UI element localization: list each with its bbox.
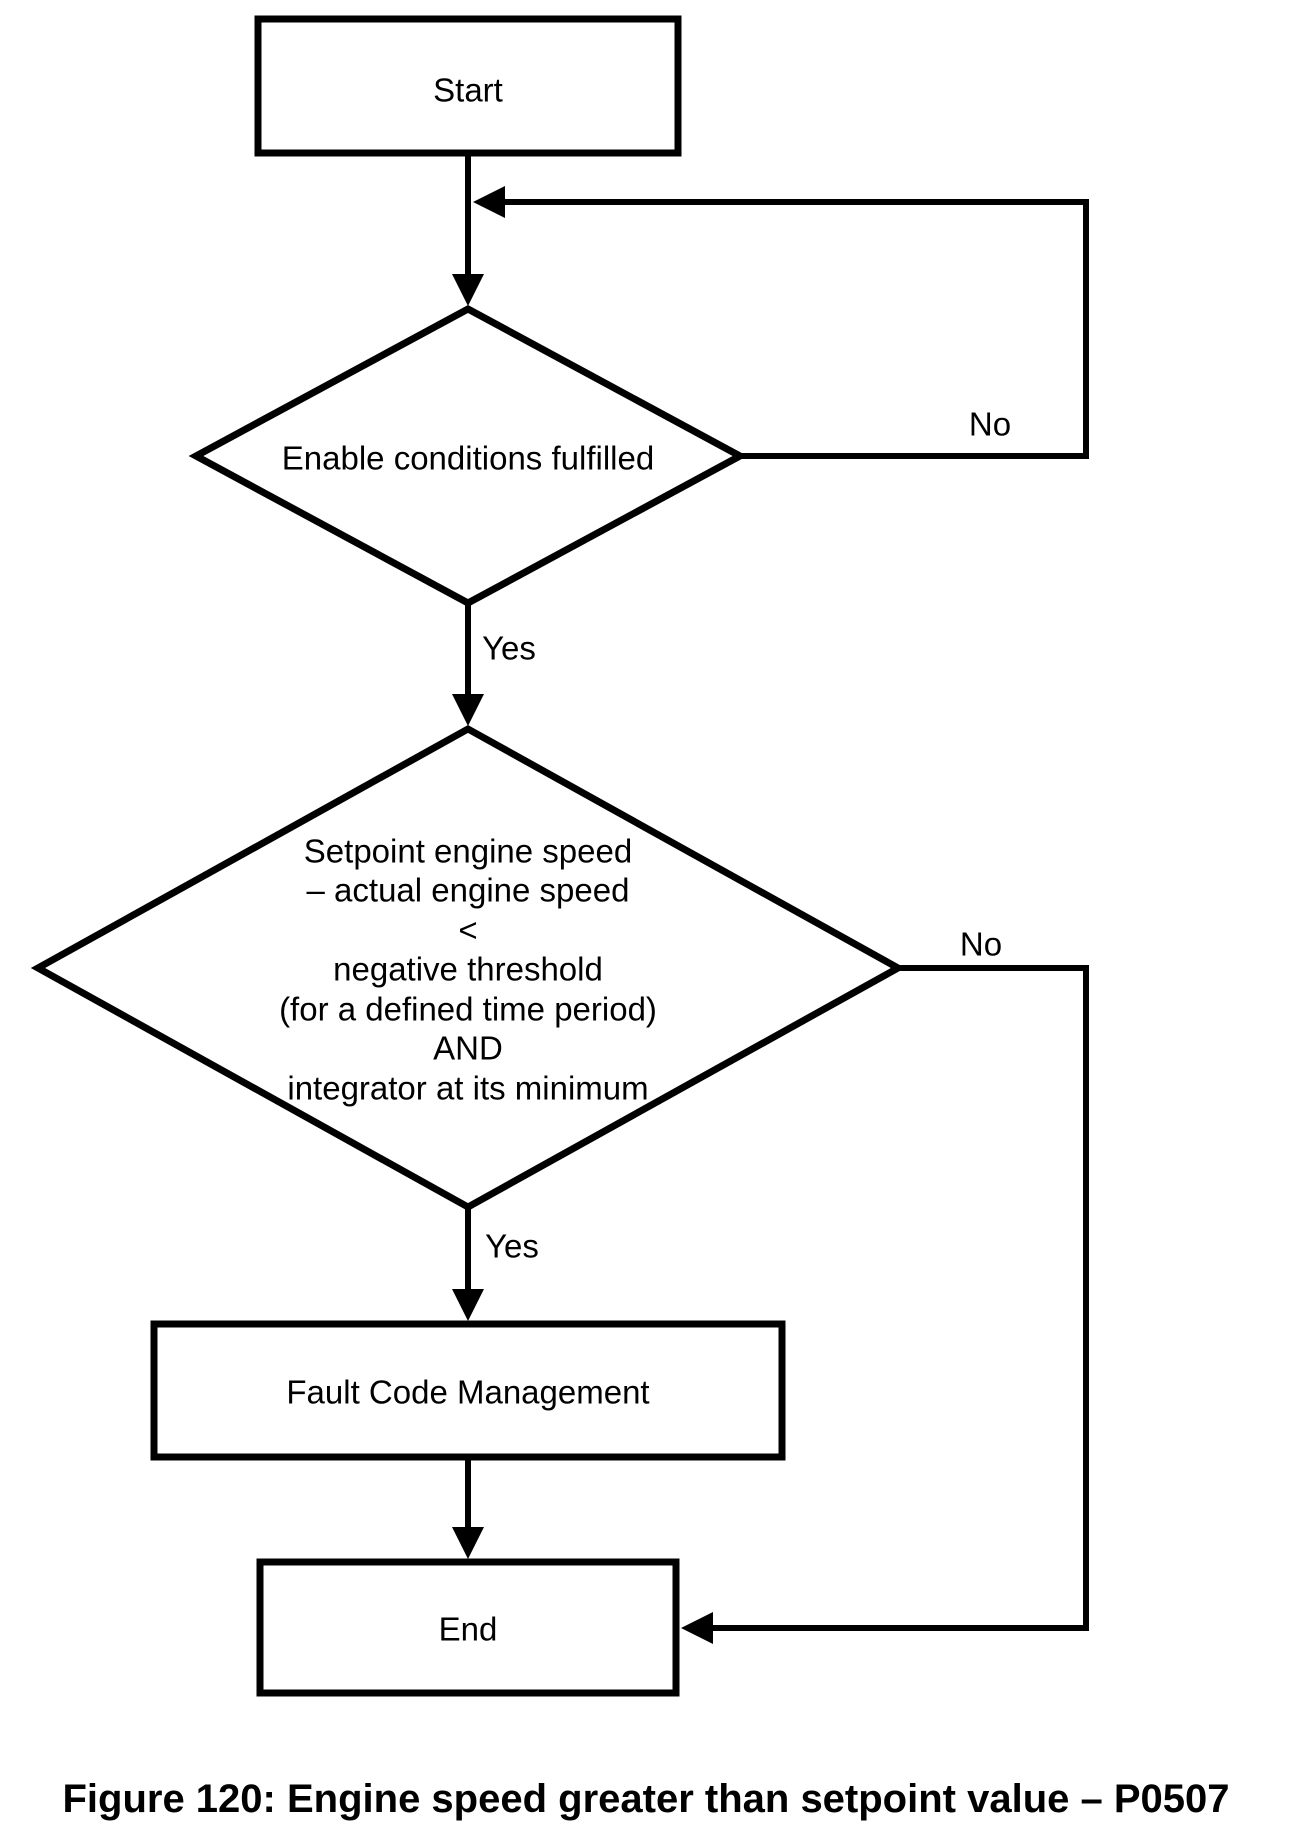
connector-decision2-no-to-end — [681, 965, 1089, 1644]
arrowhead-down-icon — [452, 1527, 484, 1559]
start-box — [254, 15, 682, 157]
end-box — [256, 1558, 680, 1697]
arrowhead-down-icon — [452, 694, 484, 726]
start-label: Start — [433, 72, 503, 109]
decision2-line-6: AND — [433, 1030, 503, 1067]
connector-line — [712, 965, 1089, 1631]
connector-start-to-decision1 — [452, 153, 484, 306]
process-box — [150, 1320, 786, 1461]
arrowhead-left-icon — [473, 186, 505, 218]
arrowhead-down-icon — [452, 274, 484, 306]
decision1-yes-label: Yes — [482, 630, 536, 667]
decision2-no-label: No — [960, 926, 1002, 963]
connector-line — [504, 199, 1089, 459]
decision2-line-3: < — [458, 912, 477, 949]
decision1-no-label: No — [969, 406, 1011, 443]
connector-decision1-to-decision2 — [452, 603, 484, 726]
connector-decision1-no-loop — [473, 186, 1089, 459]
arrowhead-left-icon — [681, 1612, 713, 1644]
decision1-label: Enable conditions fulfilled — [282, 440, 654, 477]
decision2-node: Setpoint engine speed – actual engine sp… — [30, 724, 906, 1212]
figure-caption: Figure 120: Engine speed greater than se… — [62, 1777, 1229, 1821]
start-node: Start — [254, 15, 682, 157]
decision1-node: Enable conditions fulfilled — [188, 305, 748, 607]
process-node: Fault Code Management — [150, 1320, 786, 1461]
connector-process-to-end — [452, 1457, 484, 1559]
decision2-line-7: integrator at its minimum — [287, 1070, 648, 1107]
process-label: Fault Code Management — [286, 1374, 649, 1411]
decision2-line-4: negative threshold — [333, 951, 603, 988]
arrowhead-down-icon — [452, 1289, 484, 1321]
decision2-yes-label: Yes — [485, 1228, 539, 1265]
decision2-line-1: Setpoint engine speed — [304, 833, 632, 870]
decision2-diamond — [30, 724, 906, 1212]
end-label: End — [439, 1611, 498, 1648]
connector-decision2-to-process — [452, 1207, 484, 1321]
decision2-line-5: (for a defined time period) — [279, 991, 657, 1028]
decision2-line-2: – actual engine speed — [307, 872, 630, 909]
decision1-diamond — [188, 305, 748, 607]
end-node: End — [256, 1558, 680, 1697]
